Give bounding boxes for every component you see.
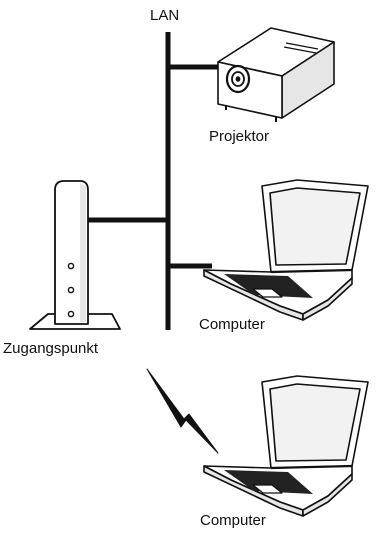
lan-wiring [88, 32, 218, 330]
access-point-label: Zugangspunkt [3, 340, 99, 357]
projector-icon [217, 27, 335, 122]
lightning-bolt-icon [146, 368, 219, 454]
laptop-icon [203, 179, 369, 321]
lan-label: LAN [150, 7, 180, 24]
computer-wireless-label: Computer [200, 512, 266, 529]
laptop-icon [203, 375, 369, 517]
access-point-icon [29, 180, 121, 330]
computer-wired-label: Computer [199, 316, 265, 333]
projector-label: Projektor [209, 128, 270, 145]
